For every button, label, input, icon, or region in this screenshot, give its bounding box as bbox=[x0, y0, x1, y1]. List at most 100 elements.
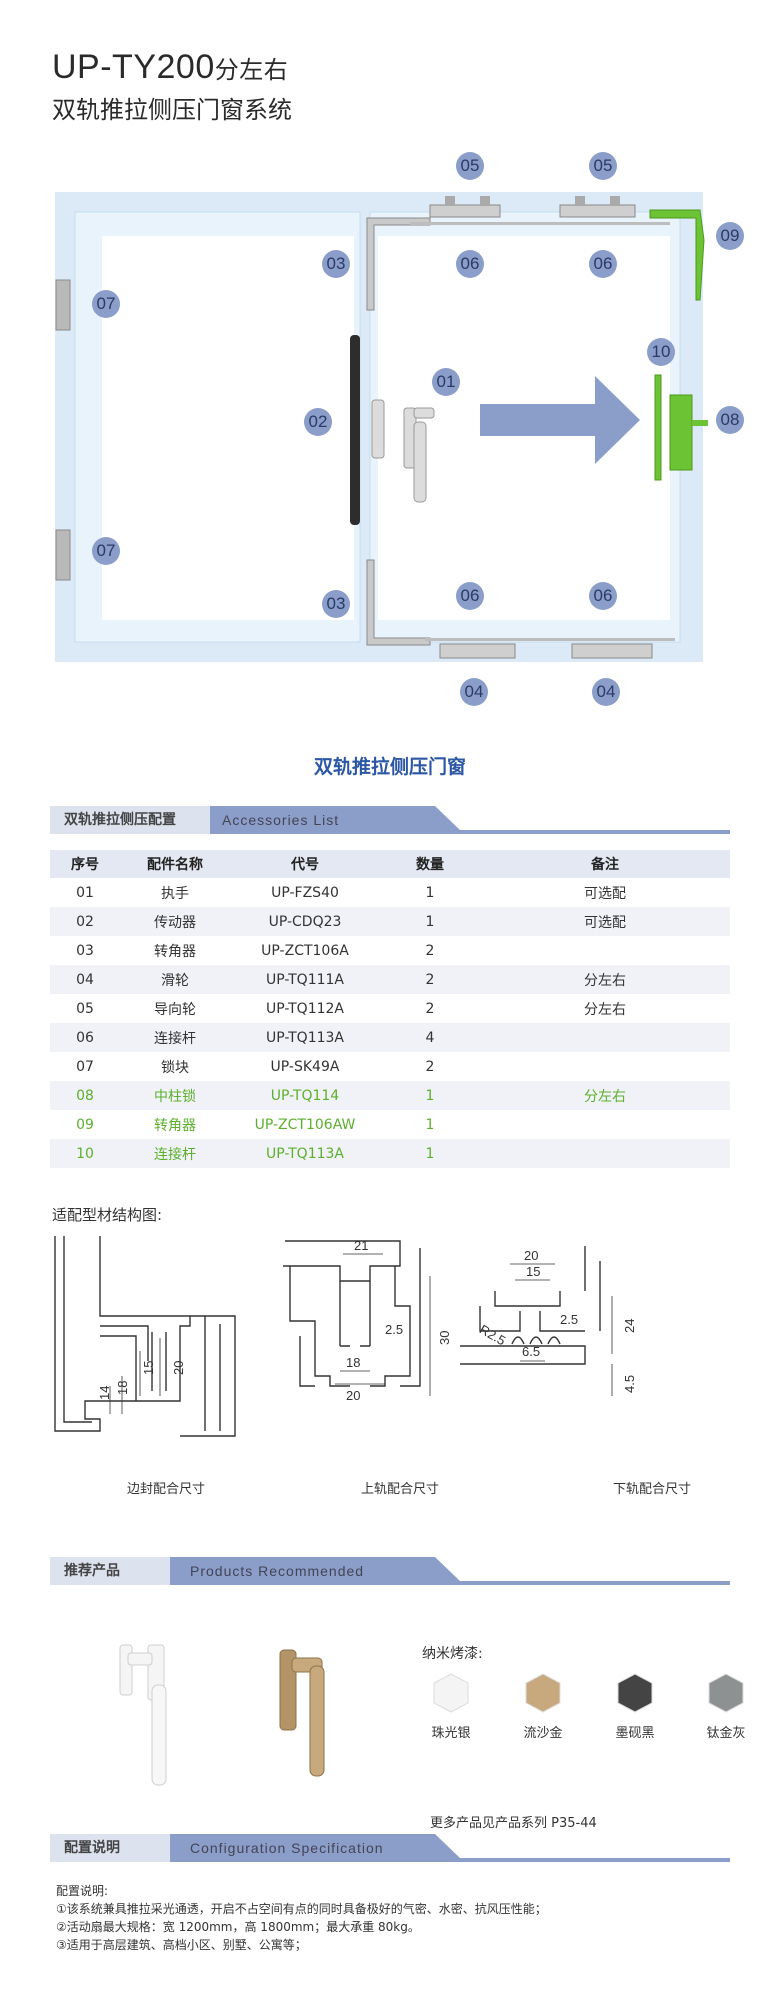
dim-text: 2.5 bbox=[385, 1322, 403, 1337]
color-swatch bbox=[705, 1672, 747, 1714]
table-cell: 连接杆 bbox=[120, 1023, 230, 1052]
accessories-section-bar: 双轨推拉侧压配置 Accessories List bbox=[50, 806, 730, 834]
table-header-row: 序号 配件名称 代号 数量 备注 bbox=[50, 850, 730, 878]
hardware-diagram: 05 05 09 03 06 06 07 10 01 02 08 07 06 0… bbox=[0, 150, 780, 710]
table-cell: 中柱锁 bbox=[120, 1081, 230, 1110]
section-bar-shape bbox=[210, 806, 730, 834]
label-06c: 06 bbox=[456, 582, 484, 610]
table-cell bbox=[480, 936, 730, 965]
table-cell: 转角器 bbox=[154, 943, 196, 960]
dim-text: 18 bbox=[346, 1355, 360, 1370]
table-cell: 2 bbox=[380, 965, 480, 994]
label-06b: 06 bbox=[589, 250, 617, 278]
profile-svg: 14 18 15 20 21 2.5 30 18 20 bbox=[54, 1236, 637, 1437]
table-cell: 1 bbox=[425, 1116, 435, 1133]
caption-side: 边封配合尺寸 bbox=[126, 1482, 205, 1497]
label-05a: 05 bbox=[456, 152, 484, 180]
table-cell: 可选配 bbox=[480, 907, 730, 936]
profile-drawings: 14 18 15 20 21 2.5 30 18 20 bbox=[40, 1236, 740, 1476]
section-bar-shape bbox=[170, 1557, 730, 1585]
handle-white bbox=[119, 1644, 167, 1786]
table-row: 09 转角器 UP-ZCT106AW 1 bbox=[50, 1110, 730, 1139]
table-cell: UP-ZCT106AW bbox=[254, 1116, 356, 1133]
table-cell: 04 bbox=[50, 965, 120, 994]
dim-text: 15 bbox=[141, 1361, 156, 1375]
table-cell bbox=[480, 1023, 730, 1052]
dim-text: 30 bbox=[437, 1331, 452, 1345]
table-cell bbox=[480, 1139, 730, 1168]
label-07a: 07 bbox=[92, 290, 120, 318]
label-10: 10 bbox=[647, 338, 675, 366]
label-08: 08 bbox=[716, 406, 744, 434]
table-cell: 转角器 bbox=[154, 1117, 196, 1134]
caption-top: 上轨配合尺寸 bbox=[360, 1482, 439, 1497]
dim-text: 15 bbox=[526, 1264, 540, 1279]
table-cell bbox=[480, 1110, 730, 1139]
table-cell: 1 bbox=[380, 1081, 480, 1110]
table-cell: 传动器 bbox=[120, 907, 230, 936]
table-cell: 06 bbox=[50, 1023, 120, 1052]
swatch-name: 珠光银 bbox=[431, 1726, 471, 1741]
table-cell: 导向轮 bbox=[154, 1001, 196, 1018]
table-cell: UP-FZS40 bbox=[271, 884, 339, 901]
section-bar-shape bbox=[170, 1834, 730, 1862]
table-cell: 09 bbox=[76, 1116, 94, 1133]
label-02: 02 bbox=[304, 408, 332, 436]
table-cell: 连接杆 bbox=[120, 1139, 230, 1168]
dim-text: 2.5 bbox=[560, 1312, 578, 1327]
profiles-label: 适配型材结构图: bbox=[52, 1206, 163, 1224]
dim-text: 20 bbox=[171, 1361, 186, 1375]
col-header: 备注 bbox=[480, 850, 730, 878]
col-header: 代号 bbox=[230, 850, 380, 878]
col-header: 配件名称 bbox=[120, 850, 230, 878]
dim-text: 20 bbox=[346, 1388, 360, 1403]
col-header: 序号 bbox=[50, 850, 120, 878]
label-05b: 05 bbox=[589, 152, 617, 180]
page-title: UP-TY200分左右 bbox=[52, 48, 288, 87]
table-cell: 07 bbox=[76, 1058, 94, 1075]
label-01: 01 bbox=[432, 368, 460, 396]
more-products-note: 更多产品见产品系列 P35-44 bbox=[430, 1816, 597, 1831]
config-line-1: ①该系统兼具推拉采光通透，开启不占空间有点的同时具备极好的气密、水密、抗风压性能… bbox=[56, 1902, 547, 1916]
label-03b: 03 bbox=[322, 590, 350, 618]
table-cell: 1 bbox=[380, 1139, 480, 1168]
swatch-name: 钛金灰 bbox=[706, 1726, 746, 1741]
config-title: 配置说明: bbox=[56, 1884, 109, 1898]
table-cell: 02 bbox=[50, 907, 120, 936]
handle-gold-image bbox=[270, 1630, 350, 1800]
table-cell: 1 bbox=[425, 884, 435, 901]
config-label: 配置说明 bbox=[50, 1834, 170, 1862]
table-cell bbox=[480, 1052, 730, 1081]
table-cell: UP-CDQ23 bbox=[230, 907, 380, 936]
swatch-name: 流沙金 bbox=[523, 1726, 563, 1741]
color-swatch bbox=[614, 1672, 656, 1714]
table-cell: 分左右 bbox=[480, 1081, 730, 1110]
label-04a: 04 bbox=[460, 678, 488, 706]
recommended-section-bar: 推荐产品 Products Recommended bbox=[50, 1557, 730, 1585]
table-cell: 滑轮 bbox=[120, 965, 230, 994]
dim-text: 20 bbox=[524, 1248, 538, 1263]
table-cell: UP-SK49A bbox=[270, 1058, 340, 1075]
label-09: 09 bbox=[716, 222, 744, 250]
table-cell: UP-TQ112A bbox=[265, 1000, 345, 1017]
table-cell: 执手 bbox=[161, 885, 189, 902]
caption-bottom: 下轨配合尺寸 bbox=[612, 1482, 691, 1497]
label-06d: 06 bbox=[589, 582, 617, 610]
table-cell: 分左右 bbox=[584, 1001, 626, 1018]
table-cell: UP-TQ113A bbox=[230, 1139, 380, 1168]
accessories-label: 双轨推拉侧压配置 bbox=[50, 806, 210, 834]
label-07b: 07 bbox=[92, 537, 120, 565]
dim-text: 24 bbox=[622, 1319, 637, 1333]
handle-gold bbox=[279, 1649, 325, 1777]
table-cell: UP-TQ114 bbox=[230, 1081, 380, 1110]
table-cell: 2 bbox=[425, 1000, 435, 1017]
config-line-2: ②活动扇最大规格：宽 1200mm，高 1800mm；最大承重 80kg。 bbox=[56, 1920, 420, 1934]
